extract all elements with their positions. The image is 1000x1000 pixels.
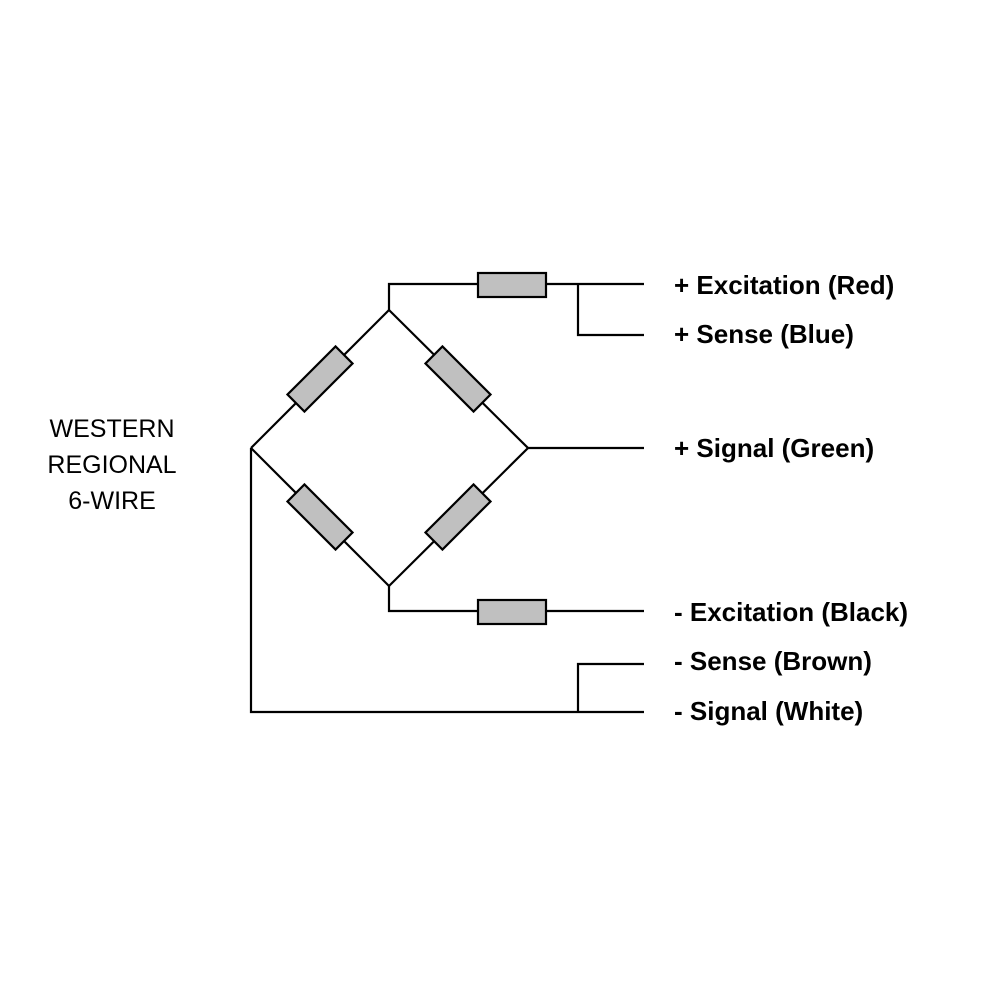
label-plus-signal: + Signal (Green) — [674, 433, 874, 463]
resistor-bridge-top-right — [423, 344, 493, 414]
label-minus-signal: - Signal (White) — [674, 696, 863, 726]
resistors — [285, 271, 548, 626]
title-line-2: REGIONAL — [47, 451, 176, 479]
bridge-diamond — [250, 308, 530, 588]
resistor-bridge-bottom-left — [285, 482, 355, 552]
resistor-plus-excitation — [476, 271, 548, 299]
wire-plus-excitation — [387, 282, 644, 310]
wire-minus-excitation — [387, 586, 644, 613]
resistor-bridge-bottom-right — [423, 482, 493, 552]
label-minus-sense: - Sense (Brown) — [674, 646, 872, 676]
wire-plus-sense — [576, 284, 644, 337]
label-plus-sense: + Sense (Blue) — [674, 319, 854, 349]
diagram-title: WESTERN REGIONAL 6-WIRE — [47, 415, 176, 515]
label-plus-excitation: + Excitation (Red) — [674, 270, 894, 300]
title-line-3: 6-WIRE — [68, 487, 156, 515]
wire-minus-signal — [249, 448, 644, 714]
resistor-minus-excitation — [476, 598, 548, 626]
resistor-bridge-top-left — [285, 344, 355, 414]
title-line-1: WESTERN — [50, 415, 175, 443]
label-minus-excitation: - Excitation (Black) — [674, 597, 908, 627]
wire-labels: + Excitation (Red) + Sense (Blue) + Sign… — [674, 270, 908, 726]
wire-minus-sense — [576, 662, 644, 712]
